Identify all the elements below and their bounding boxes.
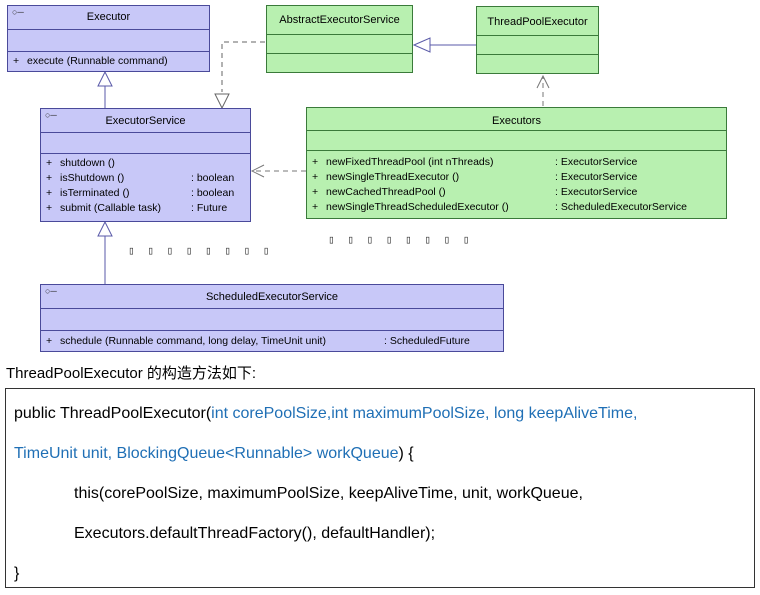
- executorservice-op-return: : boolean: [191, 187, 235, 199]
- abstractexecutorservice-class: AbstractExecutorService: [266, 5, 413, 73]
- abstractexecutorservice-class-name: AbstractExecutorService: [279, 14, 400, 26]
- executors-class-name: Executors: [492, 115, 541, 127]
- code-line-1: public ThreadPoolExecutor(int corePoolSi…: [14, 405, 638, 422]
- executors-uses-executorservice-arrow: [250, 164, 265, 178]
- constructor-caption: ThreadPoolExecutor 的构造方法如下:: [6, 365, 257, 382]
- placeholder-glyphs-left: ▯ ▯ ▯ ▯ ▯ ▯ ▯ ▯: [128, 244, 273, 257]
- code-line-5: }: [14, 565, 20, 582]
- code-line-4: Executors.defaultThreadFactory(), defaul…: [74, 525, 436, 542]
- scheduledexecutorservice-op-return: : ScheduledFuture: [384, 335, 470, 347]
- scheduled-extends-executorservice-arrow: [97, 220, 113, 237]
- executorservice-class: ○─ ExecutorService +shutdown () +isShutd…: [40, 108, 251, 222]
- executor-op: +execute (Runnable command): [13, 55, 168, 67]
- executorservice-op: +shutdown (): [46, 157, 115, 169]
- executorservice-op-return: : Future: [191, 202, 228, 214]
- threadpoolexecutor-class-name: ThreadPoolExecutor: [487, 16, 588, 28]
- executors-op-return: : ExecutorService: [555, 156, 638, 168]
- executors-uses-threadpool-arrow: [536, 74, 550, 89]
- executorservice-op: +isShutdown (): [46, 172, 125, 184]
- executors-op: +newSingleThreadScheduledExecutor (): [312, 201, 509, 213]
- scheduledexecutorservice-class-name: ScheduledExecutorService: [205, 291, 339, 303]
- executors-op: +newFixedThreadPool (int nThreads): [312, 156, 494, 168]
- executorservice-class-name: ExecutorService: [105, 115, 186, 127]
- code-line-3: this(corePoolSize, maximumPoolSize, keep…: [74, 485, 583, 502]
- scheduledexecutorservice-op: +schedule (Runnable command, long delay,…: [46, 335, 326, 347]
- interface-stereotype-icon: ○─: [45, 286, 57, 296]
- executors-op: +newSingleThreadExecutor (): [312, 171, 460, 183]
- interface-stereotype-icon: ○─: [45, 110, 57, 120]
- executorservice-op: +isTerminated (): [46, 187, 130, 199]
- relationship-lines: [97, 37, 550, 284]
- executorservice-op-return: : boolean: [191, 172, 235, 184]
- interface-stereotype-icon: ○─: [12, 7, 24, 17]
- executorservice-extends-executor-arrow: [97, 70, 113, 87]
- abstract-implements-executorservice-arrow: [214, 93, 230, 110]
- executors-class: Executors +newFixedThreadPool (int nThre…: [306, 107, 727, 219]
- threadpool-extends-abstract-arrow: [412, 37, 431, 53]
- executor-class-name: Executor: [86, 11, 131, 23]
- abstract-implements-executorservice-line: [221, 41, 265, 92]
- scheduledexecutorservice-class: ○─ ScheduledExecutorService +schedule (R…: [40, 284, 504, 352]
- threadpoolexecutor-class: ThreadPoolExecutor: [476, 6, 599, 74]
- code-block: public ThreadPoolExecutor(int corePoolSi…: [5, 388, 755, 588]
- executors-op-return: : ScheduledExecutorService: [555, 201, 687, 213]
- placeholder-glyphs-right: ▯ ▯ ▯ ▯ ▯ ▯ ▯ ▯: [328, 233, 473, 246]
- executor-class: ○─ Executor +execute (Runnable command): [7, 5, 210, 72]
- executors-op-return: : ExecutorService: [555, 186, 638, 198]
- executors-op-return: : ExecutorService: [555, 171, 638, 183]
- executorservice-op: +submit (Callable task): [46, 202, 161, 214]
- code-line-2: TimeUnit unit, BlockingQueue<Runnable> w…: [14, 445, 414, 462]
- executors-op: +newCachedThreadPool (): [312, 186, 446, 198]
